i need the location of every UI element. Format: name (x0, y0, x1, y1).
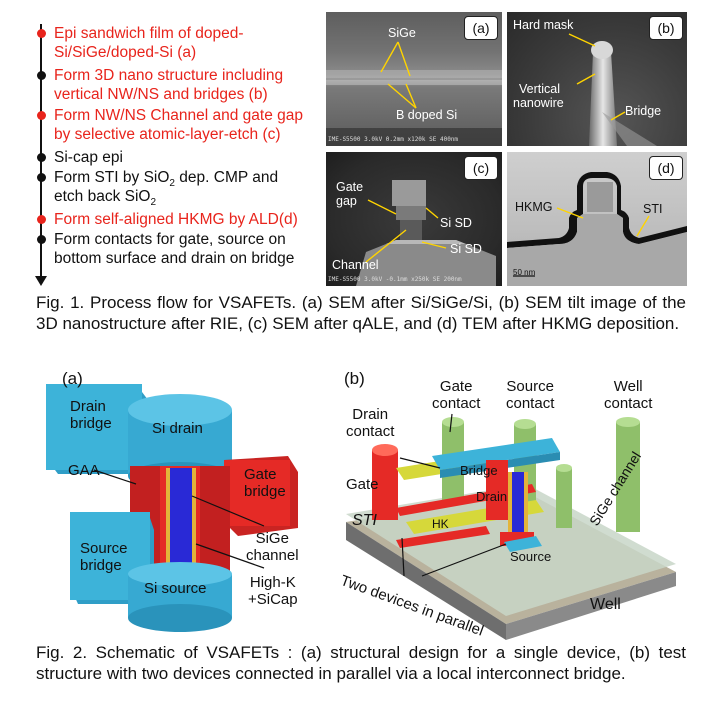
process-flow: Epi sandwich film of doped- Si/SiGe/dope… (22, 20, 322, 290)
flow-dot (37, 71, 46, 80)
schematic-a-tag: (a) (62, 369, 83, 388)
label-well: Well (590, 596, 621, 613)
flow-step-3: Form NW/NS Channel and gate gap by selec… (37, 106, 334, 144)
label-gaa: GAA (68, 462, 100, 479)
sem-image-a: (a) SiGe B doped Si IME-S5500 3.0kV 0.2m… (326, 12, 502, 146)
panel-tag-c: (c) (464, 156, 498, 180)
flow-axis (40, 24, 42, 280)
schematic-b (346, 413, 676, 640)
label-nanowire: nanowire (513, 96, 564, 110)
label-hard-mask: Hard mask (513, 18, 574, 32)
figure-1-caption: Fig. 1. Process flow for VSAFETs. (a) SE… (36, 293, 686, 333)
flow-dot (37, 153, 46, 162)
schematic-b-tag: (b) (344, 369, 365, 388)
flow-step-1: Epi sandwich film of doped- Si/SiGe/dope… (37, 24, 334, 62)
label-si-sd-top: Si SD (440, 216, 472, 230)
label-vertical: Vertical (519, 82, 560, 96)
schematic-a (46, 384, 298, 632)
label-si-sd-bottom: Si SD (450, 242, 482, 256)
label-b-doped-si: B doped Si (396, 108, 458, 122)
tem-d-structure (507, 172, 687, 286)
flow-dot (37, 235, 46, 244)
label-bridge-b: Bridge (460, 463, 498, 478)
sem-a-scale: IME-S5500 3.0kV 0.2mm x120k SE 400nm (328, 136, 459, 143)
sem-a-texture (326, 41, 502, 146)
flow-step-7: Form contacts for gate, source on bottom… (37, 230, 334, 268)
flow-step-2: Form 3D nano structure including vertica… (37, 66, 334, 104)
tem-d-scale: 50 nm (513, 268, 536, 277)
label-si-drain: Si drain (152, 420, 203, 437)
label-sti-b: STI (352, 512, 377, 529)
label-sti: STI (643, 202, 663, 216)
panel-tag-b: (b) (649, 16, 683, 40)
sem-b-nanowire (568, 33, 657, 146)
sem-image-c: (c) Gate gap Si SD Si SD Channel IME-S55… (326, 152, 502, 286)
flow-step-5: Form STI by SiO2 dep. CMP and etch back … (37, 168, 334, 208)
flow-dot (37, 29, 46, 38)
panel-tag-a: (a) (464, 16, 498, 40)
flow-arrow (35, 276, 47, 286)
label-sige: SiGe (388, 26, 416, 40)
label-si-source: Si source (144, 580, 207, 597)
label-channel: Channel (332, 258, 379, 272)
label-gap: gap (336, 194, 357, 208)
flow-dot (37, 173, 46, 182)
label-high-k: High-K+SiCap (248, 574, 298, 608)
flow-step-4: Si-cap epi (37, 148, 334, 167)
sem-image-b: (b) Hard mask Vertical nanowire Bridge (507, 12, 687, 146)
label-gate: Gate (336, 180, 364, 194)
flow-step-6: Form self-aligned HKMG by ALD(d) (37, 210, 334, 229)
figure-2-caption: Fig. 2. Schematic of VSAFETs : (a) struc… (36, 643, 686, 683)
label-bridge: Bridge (625, 104, 662, 118)
flow-dot (37, 111, 46, 120)
tem-image-d: (d) HKMG STI 50 nm (507, 152, 687, 286)
label-drain-b: Drain (476, 489, 508, 504)
flow-dot (37, 215, 46, 224)
label-hk: HK (432, 517, 449, 531)
label-gate-b: Gate (346, 476, 379, 493)
sem-c-scale: IME-S5500 3.0kV -0.1mm x250k SE 200nm (328, 276, 462, 283)
sem-c-structure (356, 180, 496, 286)
label-hkmg: HKMG (515, 200, 553, 214)
panel-tag-d: (d) (649, 156, 683, 180)
label-source-b: Source (510, 549, 552, 564)
